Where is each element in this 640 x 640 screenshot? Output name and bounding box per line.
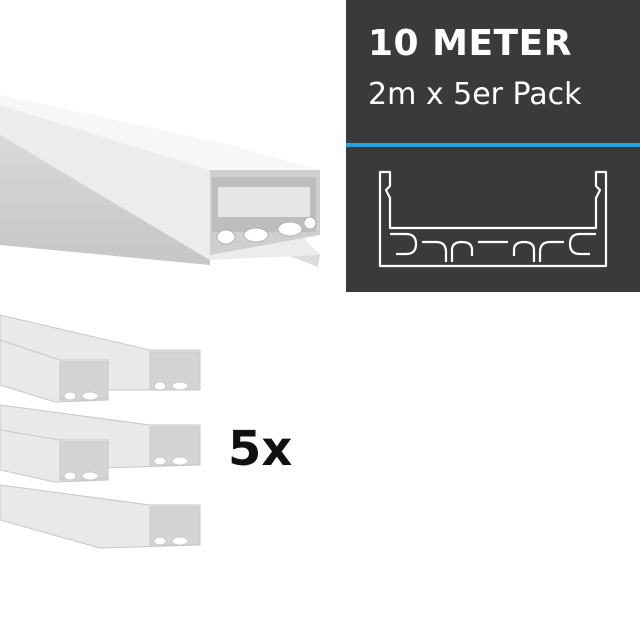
banner-subtitle: 2m x 5er Pack — [368, 77, 582, 112]
profile-item — [0, 429, 109, 483]
banner-title: 10 METER — [368, 23, 572, 64]
aluminium-profile-stack — [0, 314, 201, 549]
quantity-label: 5x — [228, 421, 293, 477]
info-banner: 10 METER 2m x 5er Pack — [346, 0, 640, 292]
aluminium-profile-cross-section-icon — [378, 170, 608, 268]
profile-item — [0, 339, 109, 403]
profile-item — [0, 484, 201, 549]
profile-item — [0, 314, 201, 391]
accent-divider — [346, 143, 640, 147]
aluminium-profile-large — [0, 95, 320, 267]
